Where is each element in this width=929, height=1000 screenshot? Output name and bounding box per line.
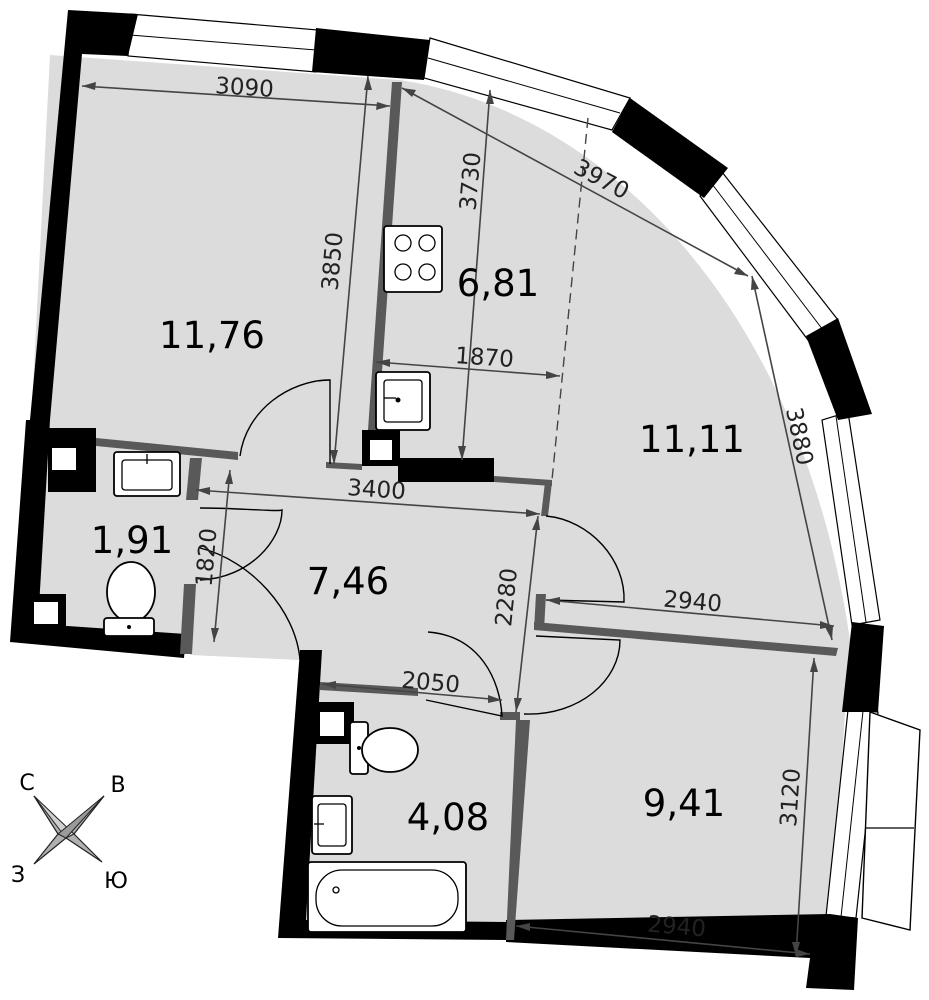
stove-icon <box>383 225 443 293</box>
area-bedroom2: 9,41 <box>643 782 725 825</box>
dim-3120: 3120 <box>776 767 806 827</box>
area-bedroom: 11,76 <box>159 314 265 357</box>
wc-sink-icon <box>113 451 181 497</box>
dim-3850: 3850 <box>318 231 349 292</box>
dim-1820: 1820 <box>192 527 223 588</box>
area-wc: 1,91 <box>91 519 173 562</box>
dim-2280: 2280 <box>491 567 523 628</box>
balcony <box>861 711 921 931</box>
compass-east: В <box>110 773 125 798</box>
area-living: 11,11 <box>639 418 745 461</box>
bathtub-icon <box>307 861 467 933</box>
wc-toilet-icon <box>103 561 156 637</box>
compass-west: З <box>11 863 25 888</box>
floor-area <box>20 55 850 935</box>
dimension-arrows <box>82 76 834 957</box>
compass-north: С <box>19 771 34 796</box>
doors <box>199 379 625 717</box>
area-kitchen: 6,81 <box>457 262 539 305</box>
bath-sink-icon <box>311 795 353 855</box>
dimension-lines <box>81 75 835 957</box>
dim-2940-bottom: 2940 <box>646 912 707 943</box>
area-hall: 7,46 <box>307 560 389 603</box>
dim-2050: 2050 <box>400 668 461 699</box>
dim-2940-top: 2940 <box>662 587 723 618</box>
compass-south: Ю <box>104 869 128 894</box>
bath-toilet-icon <box>349 721 419 775</box>
dim-3400: 3400 <box>346 475 406 505</box>
dim-3730: 3730 <box>456 151 487 212</box>
zone-divider <box>551 117 589 481</box>
compass-rose-icon <box>33 795 105 865</box>
area-bathroom: 4,08 <box>407 796 489 839</box>
dim-3090: 3090 <box>214 73 274 103</box>
shafts <box>30 428 494 744</box>
dim-1870: 1870 <box>454 343 514 373</box>
kitchen-sink-icon <box>375 371 431 431</box>
